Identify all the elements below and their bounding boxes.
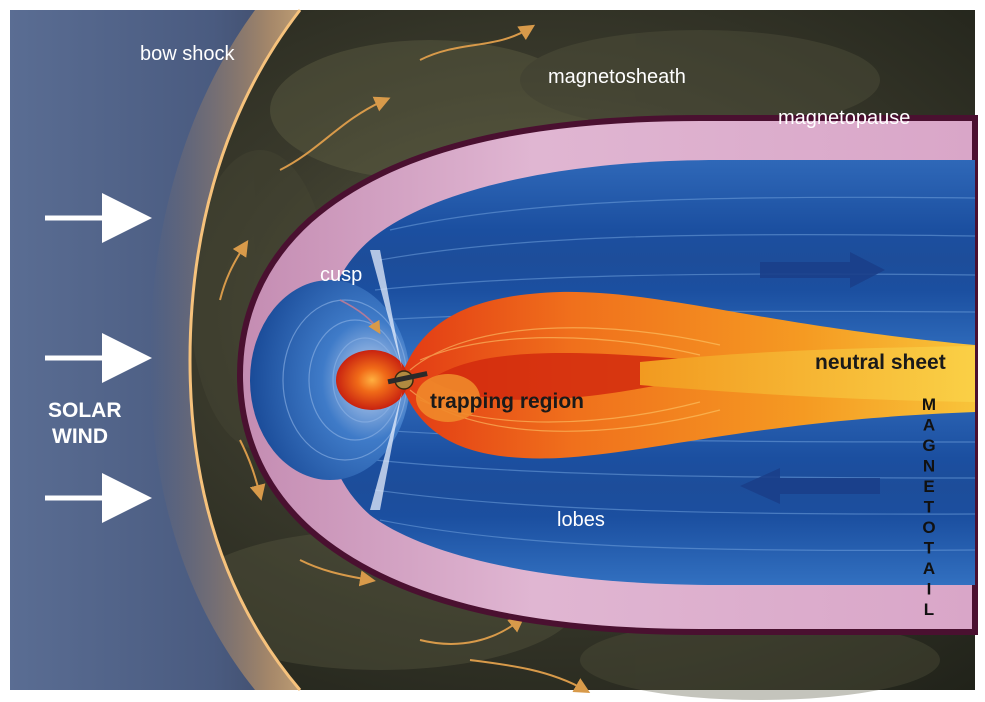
magnetotail-letter: L [924, 600, 934, 619]
label-bow-shock: bow shock [140, 43, 235, 65]
label-cusp: cusp [320, 264, 362, 286]
tail-flow-arrows [740, 252, 885, 504]
label-wind: WIND [52, 425, 108, 448]
bow-shock-glow [150, 10, 300, 690]
magnetotail-letter: N [923, 457, 935, 476]
label-neutral-sheet: neutral sheet [815, 351, 946, 374]
label-magnetopause: magnetopause [778, 107, 910, 129]
north-cusp [370, 250, 402, 368]
magnetotail-letter: O [922, 518, 935, 537]
tailward-arrow [760, 252, 885, 288]
magnetotail-letter: A [923, 416, 935, 435]
magnetotail-letter: I [927, 580, 932, 599]
label-trapping-region: trapping region [430, 390, 584, 413]
magnetotail-letter: T [924, 498, 935, 517]
magnetotail-letter: A [923, 559, 935, 578]
solar-wind-arrows [45, 193, 152, 523]
bow-shock-line [188, 9, 302, 691]
magnetotail-letter: G [922, 436, 935, 455]
label-solar: SOLAR [48, 399, 122, 422]
earthward-arrow [740, 468, 880, 504]
magnetotail-letter: E [923, 477, 934, 496]
magnetotail-letter: T [924, 539, 935, 558]
label-magnetosheath: magnetosheath [548, 66, 686, 88]
label-lobes: lobes [557, 509, 605, 531]
cusp-arrow [339, 299, 381, 335]
inner-radiation-belt [336, 350, 408, 410]
inner-radiation-belt-night [416, 374, 480, 422]
magnetotail-letter: M [922, 395, 936, 414]
earth-icon [387, 370, 428, 390]
south-cusp [370, 392, 402, 510]
neutral-sheet [640, 346, 975, 402]
